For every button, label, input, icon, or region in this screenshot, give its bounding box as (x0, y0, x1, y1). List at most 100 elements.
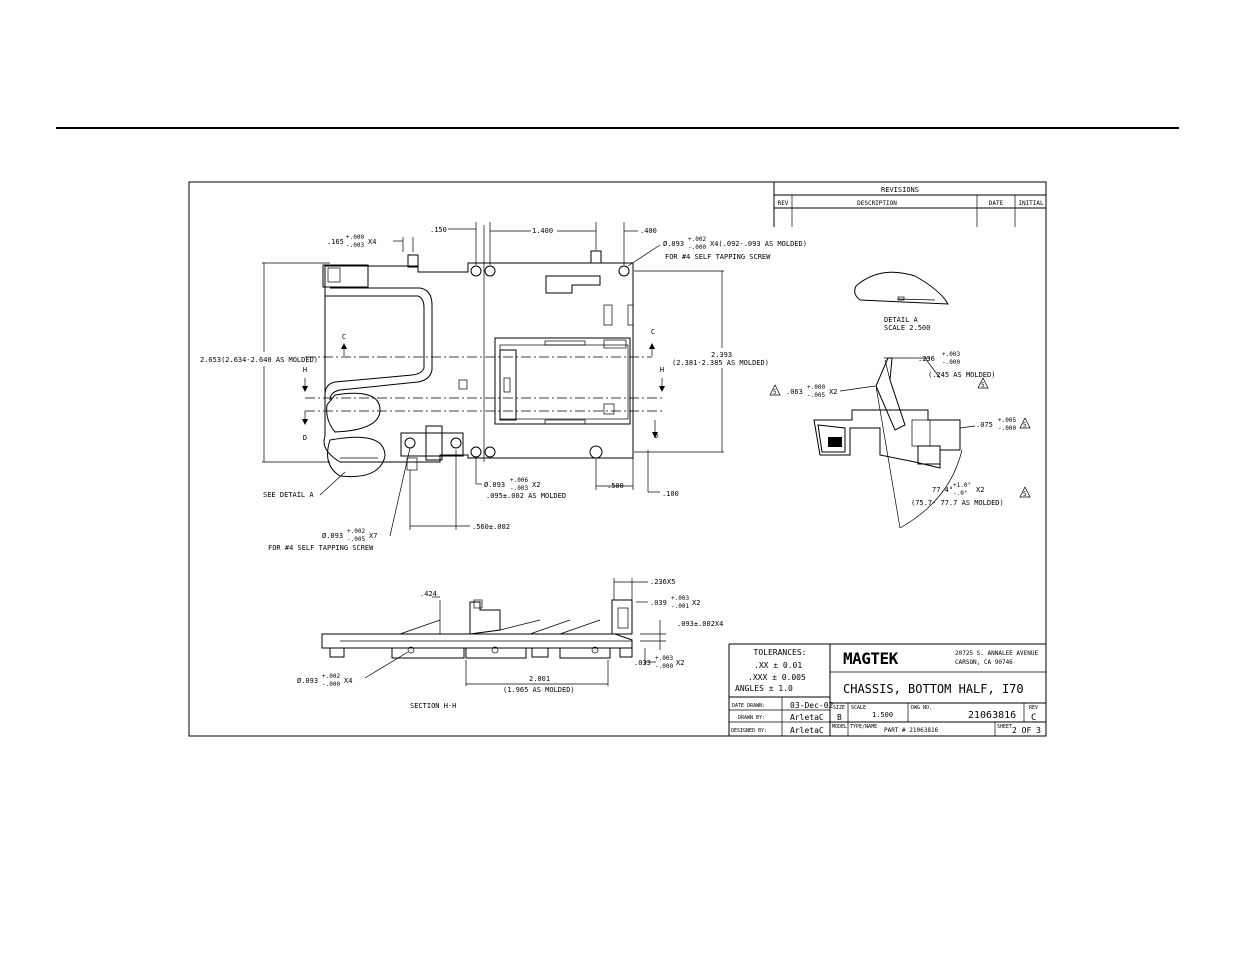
section-h-left: H (303, 366, 307, 374)
detail-angle-qty: X2 (976, 486, 984, 494)
section-d039-tol-plus: +.003 (671, 595, 689, 602)
dim-2653: 2.653(2.634-2.640 AS MOLDED) (200, 356, 318, 364)
tol-xxx: .XXX ± 0.005 (748, 673, 806, 682)
dim-2393: 2.393 (711, 351, 732, 359)
hole-mid-tol-plus: +.006 (510, 477, 528, 484)
sheet-label: SHEET (997, 724, 1012, 730)
detail-d075-tol-plus: +.005 (998, 417, 1016, 424)
section-d2001-note: (1.965 AS MOLDED) (503, 686, 575, 694)
detail-d063-qty: X2 (829, 388, 837, 396)
detail-d236-tol-plus: +.003 (942, 351, 960, 358)
date-drawn-label: DATE DRAWN: (732, 703, 765, 709)
size-label: SIZE (833, 705, 845, 711)
hole-bot-tol-minus: -.005 (347, 536, 365, 543)
detail-angle: 77.4° (932, 486, 953, 494)
flag-1: 5 (981, 382, 985, 389)
tolerances-label: TOLERANCES: (754, 648, 807, 657)
initial-col-header: INITIAL (1018, 200, 1044, 207)
dim-165-tol-plus: +.000 (346, 234, 364, 241)
section-d039-qty: X2 (692, 599, 700, 607)
dim-2393-note: (2.381-2.385 AS MOLDED) (672, 359, 769, 367)
drawing-title: CHASSIS, BOTTOM HALF, I70 (843, 682, 1024, 696)
scale-value: 1.500 (872, 711, 893, 719)
date-drawn: 03-Dec-02 (790, 701, 834, 710)
hole-mid-dim: Ø.093 (484, 481, 505, 489)
dim-165: .165 (327, 238, 344, 246)
company-logo: MAGTEK (843, 649, 899, 668)
section-c-left: C (342, 333, 346, 341)
hole-mid-tol-minus: -.003 (510, 485, 528, 492)
section-h-h: .424 .236X5 .039 +.003 -.001 X2 .093±.00… (297, 578, 723, 710)
detail-d236: .236 (918, 355, 935, 363)
hole-bot-tol-plus: +.002 (347, 528, 365, 535)
detail-d063: .063 (786, 388, 803, 396)
dim-560: .560±.002 (472, 523, 510, 531)
section-d039-tol-minus: -.001 (671, 603, 689, 610)
revisions-table: REVISIONS REV DESCRIPTION DATE INITIAL (773, 182, 1046, 227)
dim-165-qty: X4 (368, 238, 376, 246)
dim-500: .500 (607, 482, 624, 490)
dim-165-tol-minus: -.003 (346, 242, 364, 249)
section-d033-qty: X2 (676, 659, 684, 667)
detail-a-title: DETAIL A (884, 316, 919, 324)
drawn-by-label: DRAWN BY: (738, 715, 765, 721)
detail-d075-tol-minus: -.000 (998, 425, 1016, 432)
detail-angle-tol-minus: -.0° (953, 490, 967, 497)
dim-1400: 1.400 (532, 227, 553, 235)
revisions-title: REVISIONS (881, 186, 919, 194)
hole-bot-note: FOR #4 SELF TAPPING SCREW (268, 544, 374, 552)
address-line-1: 20725 S. ANNALEE AVENUE (955, 650, 1038, 657)
sheet-border (188, 181, 1047, 737)
address-line-2: CARSON, CA 90746 (955, 659, 1013, 666)
hole-top-note: X4(.092-.093 AS MOLDED) (710, 240, 807, 248)
section-d039: .039 (650, 599, 667, 607)
section-c-right: C (651, 328, 655, 336)
flag-4: 5 (1023, 491, 1027, 498)
see-detail-a: SEE DETAIL A (263, 491, 314, 499)
hole-bot-qty: X7 (369, 532, 377, 540)
dim-400: .400 (640, 227, 657, 235)
section-h-right: H (660, 366, 664, 374)
hole-mid-qty: X2 (532, 481, 540, 489)
section-d-right: D (654, 432, 658, 440)
detail-d236-note: (.245 AS MOLDED) (928, 371, 995, 379)
drawn-by: ArletaC (790, 713, 824, 722)
section-d236x5: .236X5 (650, 578, 675, 586)
detail-d063-tol-minus: -.005 (807, 392, 825, 399)
section-detail-right: .236 +.003 -.000 (.245 AS MOLDED) 5 5 .0… (769, 351, 1031, 529)
top-view-dimensions: .165 +.000 -.003 X4 .150 1.400 .400 Ø.09… (200, 222, 807, 552)
tol-angles: ANGLES ± 1.0 (735, 684, 793, 693)
header-rule (56, 127, 1179, 129)
rev-col-header: REV (778, 200, 789, 207)
hole-top-tol-minus: -.000 (688, 244, 706, 251)
detail-angle-tol-plus: +1.0° (953, 482, 971, 489)
model-label: MODEL (832, 724, 847, 730)
rev-label: REV (1029, 705, 1038, 711)
dwg-no: 21063816 (968, 710, 1016, 721)
tol-xx: .XX ± 0.01 (754, 661, 802, 670)
part-number: PART # 21063816 (884, 727, 939, 734)
hole-top-tol-plus: +.002 (688, 236, 706, 243)
description-col-header: DESCRIPTION (857, 200, 897, 207)
hole-top-note2: FOR #4 SELF TAPPING SCREW (665, 253, 771, 261)
type-label: TYPE/NAME (850, 724, 877, 730)
dim-100: .100 (662, 490, 679, 498)
detail-a-scale: SCALE 2.500 (884, 324, 930, 332)
size-value: B (837, 713, 842, 722)
hole-mid-note: .095±.002 AS MOLDED (486, 492, 566, 500)
section-d-left: D (303, 434, 307, 442)
section-d033-tol-plus: +.003 (655, 655, 673, 662)
section-d093x4: .093±.002X4 (677, 620, 723, 628)
designed-by: ArletaC (790, 726, 824, 735)
top-view: C C H H D D (302, 225, 665, 478)
dwg-no-label: DWG NO. (911, 705, 932, 711)
section-d033-tol-minus: -.000 (655, 663, 673, 670)
scale-label: SCALE (851, 705, 866, 711)
section-d2001: 2.001 (529, 675, 550, 683)
detail-d063-tol-plus: +.000 (807, 384, 825, 391)
dim-150: .150 (430, 226, 447, 234)
section-hole: Ø.093 (297, 677, 318, 685)
flag-3: 5 (1023, 422, 1027, 429)
section-hole-qty: X4 (344, 677, 352, 685)
